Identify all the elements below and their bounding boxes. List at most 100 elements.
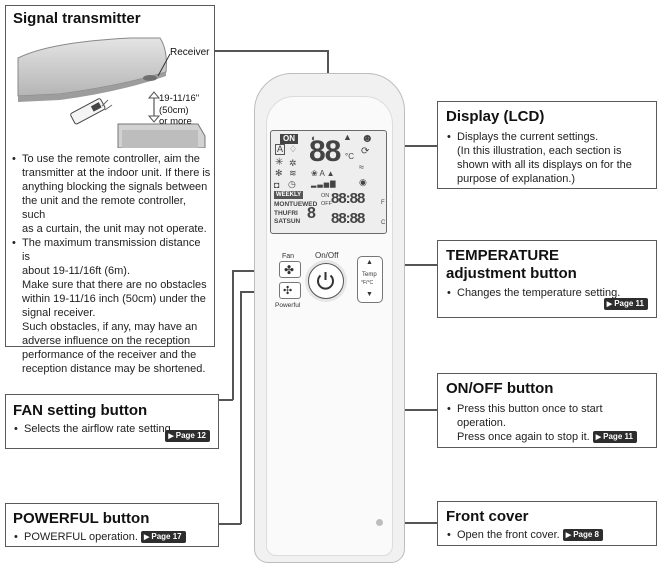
bullet-text: The maximum transmission distance is bbox=[11, 236, 211, 264]
lcd-timer-icon: ◷ bbox=[288, 179, 296, 189]
lcd-fan-level-icons: ❀ A ▲ bbox=[311, 169, 335, 178]
leader-line bbox=[218, 523, 241, 525]
power-icon bbox=[317, 272, 334, 290]
lcd-off-small: OFF bbox=[321, 201, 332, 207]
leader-line bbox=[219, 399, 233, 401]
temp-units-label: °F/°C bbox=[361, 280, 374, 286]
temp-button-label: Temp bbox=[362, 272, 377, 278]
bullet-text: Changes the temperature setting. bbox=[446, 286, 656, 300]
lcd-mode-icon: ◐ bbox=[311, 133, 317, 143]
bullet-text: about 19-11/16ft (6m). bbox=[22, 265, 131, 277]
bullet-text: anything blocking the signals between bbox=[22, 181, 208, 193]
fan-button-label: Fan bbox=[282, 253, 295, 260]
lcd-time-2: 88:88 bbox=[331, 210, 365, 227]
leader-line bbox=[327, 50, 329, 74]
bullet-text: reception distance may be shortened. bbox=[22, 363, 206, 375]
powerful-button-label: Powerful bbox=[275, 302, 301, 309]
lcd-swing-icon: ⟳ bbox=[361, 146, 370, 157]
bullet-text: Selects the airflow rate setting. bbox=[13, 422, 218, 436]
lcd-person-icon: ☻ bbox=[361, 131, 374, 145]
page-ref-badge[interactable]: ▶Page 11 bbox=[603, 298, 648, 310]
onoff-button[interactable] bbox=[308, 263, 344, 299]
leader-line bbox=[383, 522, 437, 524]
lcd-on-indicator: ON bbox=[280, 134, 298, 144]
temperature-button[interactable]: ▲ Temp °F/°C ▼ bbox=[357, 256, 383, 303]
signal-transmitter-panel: Signal transmitter Receiver 19-11/16" (5… bbox=[5, 5, 215, 375]
bullet-text: Press this button once to start bbox=[446, 402, 656, 416]
lcd-fan-icon: ✲ bbox=[289, 158, 297, 168]
lcd-days-row2: THUFRI bbox=[274, 210, 298, 217]
bullet-text: as a curtain, the unit may not operate. bbox=[22, 223, 207, 235]
lcd-on-small: ON bbox=[321, 193, 330, 199]
onoff-stop-text: Press once again to stop it. bbox=[457, 431, 590, 443]
bullet-text: shown with all its displays on for the bbox=[457, 159, 632, 171]
bullet-text: transmitter at the indoor unit. If there… bbox=[22, 167, 211, 179]
receiver-label: Receiver bbox=[170, 47, 210, 58]
lcd-days-row3: SATSUN bbox=[274, 218, 301, 225]
fan-setting-panel: FAN setting button Selects the airflow r… bbox=[5, 394, 219, 449]
leader-line bbox=[240, 291, 242, 524]
page-ref-badge[interactable]: ▶Page 12 bbox=[165, 430, 210, 442]
display-lcd-title: Display (LCD) bbox=[446, 108, 545, 125]
front-cover-text: Open the front cover. bbox=[457, 529, 560, 541]
temp-up-icon[interactable]: ▲ bbox=[366, 259, 373, 266]
bullet-text: purpose of explanation.) bbox=[457, 173, 576, 185]
page-ref-arrow-icon: ▶ bbox=[595, 434, 602, 441]
lcd-camera-icon: ◘ bbox=[274, 180, 280, 190]
page-ref-text: Page 11 bbox=[614, 299, 644, 308]
bullet-text: signal receiver. bbox=[22, 307, 96, 319]
powerful-panel: POWERFUL button POWERFUL operation. ▶Pag… bbox=[5, 503, 219, 547]
distance-label-1: 19-11/16" bbox=[159, 93, 200, 104]
page-ref-arrow-icon: ▶ bbox=[565, 532, 572, 539]
bullet-text: Displays the current settings. bbox=[446, 130, 656, 144]
lcd-wave-icon: ≈ bbox=[359, 162, 364, 172]
lcd-fan-bars: ▂▃▅▇ bbox=[311, 181, 337, 188]
front-cover-panel: Front cover Open the front cover. ▶Page … bbox=[437, 501, 657, 546]
fan-button[interactable]: ✤ bbox=[279, 261, 301, 278]
lcd-weekly-label: WEEKLY bbox=[274, 191, 304, 199]
lcd-temperature-digits: 88 bbox=[309, 135, 341, 168]
lcd-snow-icon: ✻ bbox=[275, 168, 283, 178]
leader-line bbox=[383, 264, 437, 266]
lcd-sun-icon: ✳ bbox=[275, 157, 284, 168]
lcd-auto-icon: A bbox=[275, 144, 286, 155]
lcd-time-1: 88:88 bbox=[331, 190, 365, 207]
lcd-unit-f: F bbox=[381, 200, 385, 206]
bullet-text: the unit and the remote controller, such bbox=[22, 195, 186, 221]
temp-down-icon[interactable]: ▼ bbox=[366, 291, 373, 298]
lcd-display: ON ◐ ▲ ☻ A ♢ 88 °C ⟳ ✳ ✲ ✻ ≋ ≈ ◘ ◷ ❀ A ▲… bbox=[270, 130, 387, 234]
bullet-text: performance of the receiver and the bbox=[22, 349, 197, 361]
page-ref-text: Page 8 bbox=[573, 530, 599, 539]
onoff-button-label: On/Off bbox=[315, 251, 339, 260]
signal-transmitter-text: To use the remote controller, aim the tr… bbox=[11, 152, 211, 376]
page-ref-text: Page 12 bbox=[175, 431, 206, 440]
temperature-panel: TEMPERATURE adjustment button Changes th… bbox=[437, 240, 657, 318]
lcd-unit-c: C bbox=[381, 220, 386, 226]
distance-label-2: (50cm) bbox=[159, 105, 189, 116]
bullet-text: To use the remote controller, aim the bbox=[11, 152, 211, 166]
leader-line bbox=[232, 270, 234, 400]
distance-label-3: or more bbox=[159, 116, 192, 127]
bullet-text: operation. bbox=[457, 417, 506, 429]
lcd-degree-unit: °C bbox=[345, 152, 354, 161]
page-ref-badge[interactable]: ▶Page 11 bbox=[592, 431, 637, 443]
page-ref-badge[interactable]: ▶Page 17 bbox=[140, 531, 186, 543]
bullet-text: (In this illustration, each section is bbox=[457, 145, 622, 157]
lcd-vent-icon: ≋ bbox=[289, 168, 297, 178]
powerful-button[interactable]: ✣ bbox=[279, 282, 301, 299]
bullet-text: within 19-11/16 inch (50cm) under the bbox=[22, 293, 206, 305]
page-ref-arrow-icon: ▶ bbox=[168, 433, 174, 440]
indoor-unit-illustration bbox=[17, 37, 206, 148]
page-ref-text: Page 17 bbox=[151, 532, 182, 541]
display-lcd-panel: Display (LCD) Displays the current setti… bbox=[437, 101, 657, 189]
page-ref-arrow-icon: ▶ bbox=[143, 534, 150, 541]
bullet-text: Press once again to stop it. ▶Page 11 bbox=[446, 430, 656, 444]
leader-line bbox=[385, 145, 437, 147]
page-ref-arrow-icon: ▶ bbox=[606, 301, 613, 308]
page-ref-text: Page 11 bbox=[603, 432, 633, 441]
fan-setting-title: FAN setting button bbox=[13, 402, 148, 419]
page-ref-badge[interactable]: ▶Page 8 bbox=[562, 529, 603, 541]
lcd-days-row1: MONTUEWED bbox=[274, 201, 318, 208]
lcd-arrow-icon: ▲ bbox=[343, 132, 352, 142]
signal-transmitter-title: Signal transmitter bbox=[13, 10, 141, 27]
